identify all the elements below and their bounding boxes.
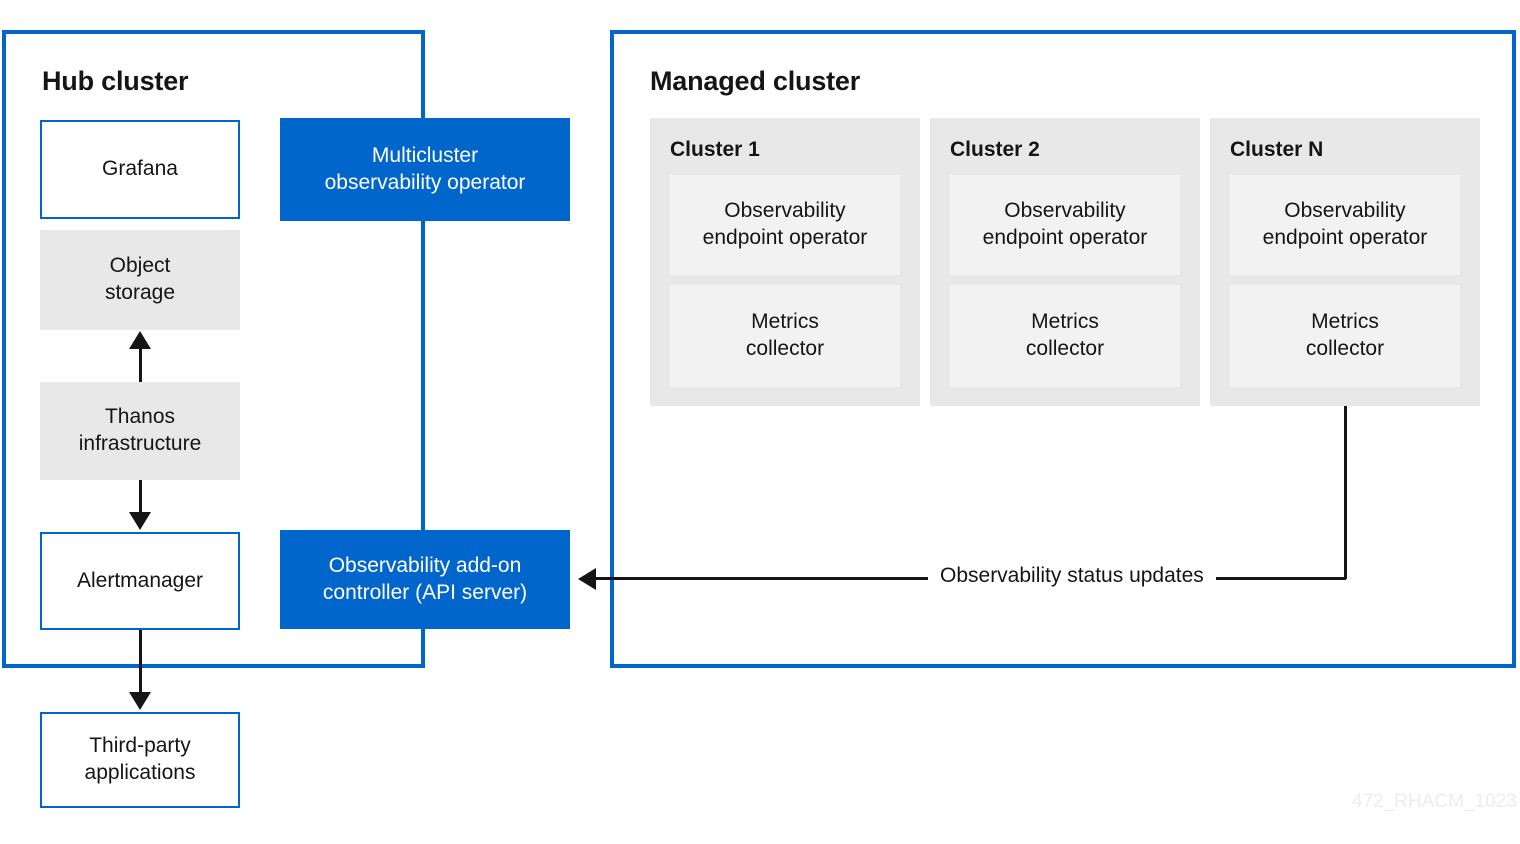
arrowhead-up-object-storage	[129, 331, 151, 349]
node-alertmanager: Alertmanager	[40, 532, 240, 630]
connector-thanos-to-object-storage	[139, 348, 142, 382]
node-third-party-applications: Third-party applications	[40, 712, 240, 808]
image-watermark: 472_RHACM_1023	[1352, 791, 1517, 812]
node-object-storage: Object storage	[40, 230, 240, 330]
cluster-2-endpoint-operator: Observability endpoint operator	[950, 175, 1180, 275]
cluster-n-title: Cluster N	[1230, 138, 1324, 161]
cluster-1-endpoint-operator: Observability endpoint operator	[670, 175, 900, 275]
cluster-2-metrics-collector: Metrics collector	[950, 285, 1180, 387]
cluster-n-metrics-collector: Metrics collector	[1230, 285, 1460, 387]
cluster-1-title: Cluster 1	[670, 138, 760, 161]
hub-cluster-frame	[2, 30, 425, 668]
hub-cluster-title: Hub cluster	[42, 66, 189, 96]
managed-cluster-frame	[610, 30, 1516, 668]
cluster-1-metrics-collector: Metrics collector	[670, 285, 900, 387]
managed-cluster-title: Managed cluster	[650, 66, 861, 96]
arrowhead-down-third-party	[129, 692, 151, 710]
arrowhead-left-addon-controller	[578, 568, 596, 590]
arrowhead-down-alertmanager	[129, 512, 151, 530]
connector-thanos-to-alertmanager	[139, 480, 142, 514]
connector-alertmanager-to-third-party	[139, 630, 142, 694]
connector-cluster-n-drop	[1344, 406, 1347, 579]
edge-label-observability-status-updates: Observability status updates	[928, 564, 1216, 588]
cluster-n-endpoint-operator: Observability endpoint operator	[1230, 175, 1460, 275]
cluster-2-title: Cluster 2	[950, 138, 1040, 161]
node-multicluster-observability-operator: Multicluster observability operator	[280, 118, 570, 221]
node-thanos-infrastructure: Thanos infrastructure	[40, 382, 240, 480]
node-grafana: Grafana	[40, 120, 240, 219]
node-observability-addon-controller: Observability add-on controller (API ser…	[280, 530, 570, 629]
